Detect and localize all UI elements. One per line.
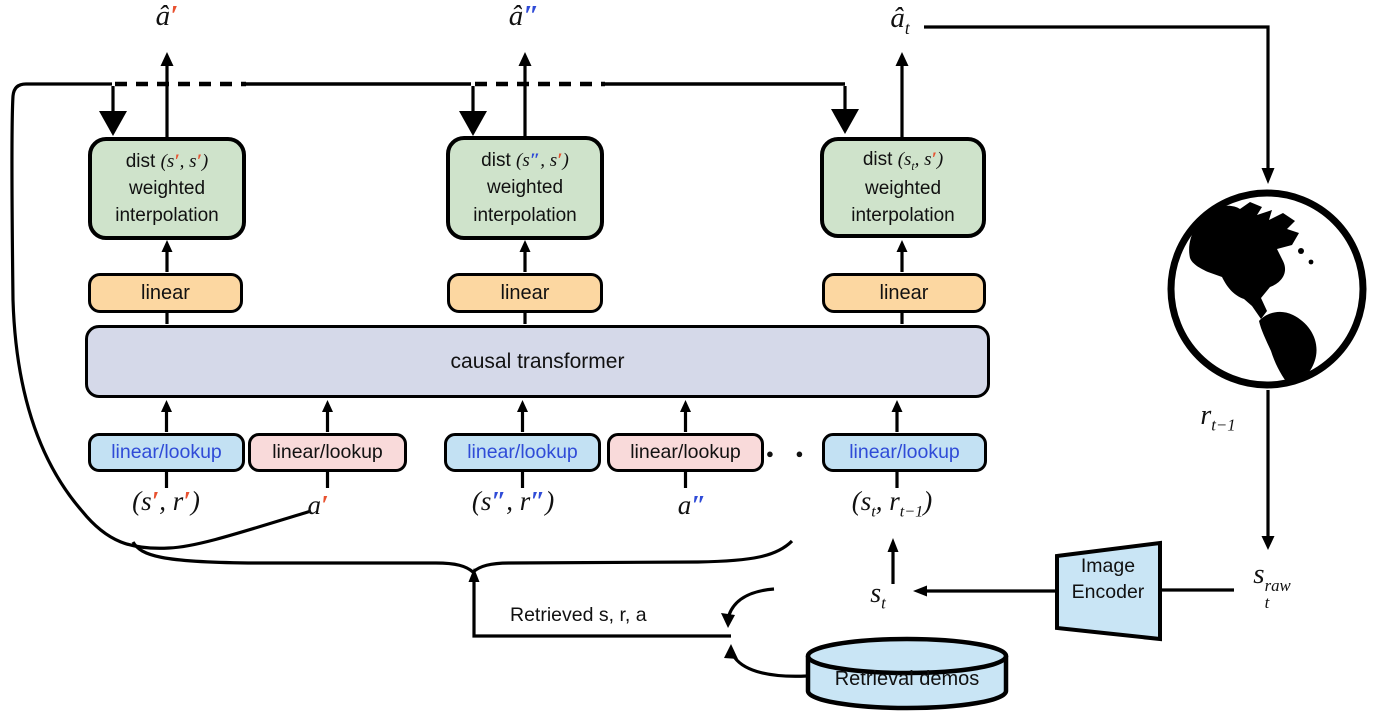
dist-line2: weighted [128,177,206,199]
linear-to-dist-arrows [165,251,904,272]
dist-line3: interpolation [115,205,219,227]
current-state-label: st [870,578,886,613]
retrieval-demos-label: Retrieval demos [834,668,980,690]
retrieved-elbow-arrow [472,581,731,638]
transformer-to-linear-connectors [165,313,904,324]
output-a-hat-t: ât [890,2,910,38]
dist-formula-2: dist (s″, s′) [481,150,569,172]
image-encoder-shape [1055,540,1162,642]
output-a-hat-1: â′ [155,0,179,32]
dist-formula-3: dist (st, s′) [862,148,944,173]
dist-interpolation-box-1: dist (s′, s′) weighted interpolation [88,137,246,240]
globe-icon [1167,189,1367,389]
retrieved-tokens-brace [131,539,794,575]
action-feedback-loop-line [10,82,312,550]
token-action-1: a′ [307,490,329,520]
database-icon [805,636,1009,711]
ellipsis-dots: ● ● ● [766,446,842,461]
lookup-box-state-1: linear/lookup [88,433,245,472]
dist-line2: weighted [864,177,942,199]
dist-input-arrows [111,86,847,113]
token-state-reward-1: (s′, r′) [132,486,200,516]
linear-box-1: linear [88,273,243,313]
raw-sub: t [1264,593,1270,613]
causal-transformer-box: causal transformer [85,325,990,398]
token-to-lookup-connectors [164,471,899,488]
image-encoder-line2: Encoder [1071,581,1145,603]
dist-interpolation-box-2: dist (s″, s′) weighted interpolation [446,136,604,240]
linear-box-3: linear [822,273,986,313]
retrieved-sra-label: Retrieved s, r, a [510,604,647,626]
action-to-environment-line [924,25,1270,168]
lookup-box-action-1: linear/lookup [248,433,407,472]
image-encoder-line1: Image [1080,555,1136,577]
token-state-reward-t: (st, rt−1) [851,486,933,521]
dist-formula-1: dist (s′, s′) [125,150,209,172]
linear-box-2: linear [447,273,603,313]
lookup-box-action-2: linear/lookup [607,433,764,472]
dist-line3: interpolation [851,205,955,227]
token-action-2: a″ [677,490,707,520]
output-a-hat-2: â″ [508,0,540,32]
token-state-reward-2: (s″, r″) [471,486,555,516]
demos-to-junction-curve [731,654,808,678]
reward-label: rt−1 [1200,400,1236,435]
lookup-box-state-2: linear/lookup [444,433,601,472]
lookup-to-transformer-arrows [164,411,899,432]
dist-line3: interpolation [473,204,577,226]
dist-line2: weighted [486,177,564,199]
raw-sup: raw [1264,575,1291,595]
lookup-box-state-t: linear/lookup [822,433,987,472]
state-to-junction-curve [727,587,775,616]
arrowheads [99,52,1275,659]
image-encoder-label: Image Encoder [1058,553,1158,605]
dist-interpolation-box-3: dist (st, s′) weighted interpolation [820,137,986,238]
